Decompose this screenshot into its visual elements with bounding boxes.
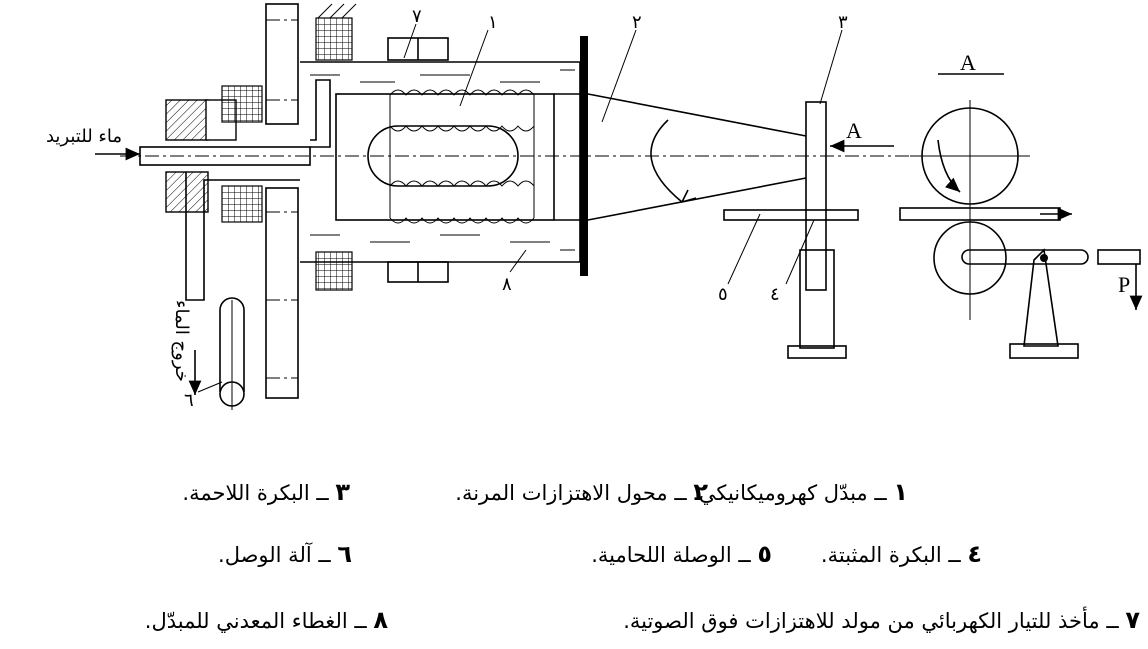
legend-item-4: ٤ ــ البكرة المثبتة. [821,540,982,568]
label-3: ٣ [838,12,848,33]
legend-number: ٧ [1125,606,1140,634]
gear-plates [265,3,299,399]
legend-text: ــ الوصلة اللحامية. [591,543,751,567]
label-5: ٥ [718,284,728,305]
legend-text: ــ محول الاهتزازات المرنة. [455,481,687,505]
label-7: ٧ [412,6,422,27]
welding-roller-3 [723,101,894,359]
legend-number: ٥ [757,540,772,568]
legend-item-1: ١ ــ مبدّل كهروميكانيكي. [692,478,908,506]
label-6: ٦ [184,390,194,411]
arrow-a-label: A [846,118,862,143]
label-2: ٢ [632,12,642,33]
vibration-horn-2 [554,93,807,221]
legend-text: ــ آلة الوصل. [218,543,331,567]
legend-number: ١ [893,478,908,506]
legend-item-8: ٨ ــ الغطاء المعدني للمبدّل. [145,606,388,634]
end-seal [165,99,237,213]
label-1: ١ [488,12,498,33]
leader-lines [197,23,843,393]
legend-item-5: ٥ ــ الوصلة اللحامية. [591,540,772,568]
view-a-label: A [960,50,976,75]
view-a-rollers [899,73,1143,359]
legend-text: ــ البكرة المثبتة. [820,543,961,567]
label-8: ٨ [502,274,512,295]
legend-item-2: ٢ ــ محول الاهتزازات المرنة. [455,478,708,506]
legend-item-6: ٦ ــ آلة الوصل. [218,540,352,568]
ultrasonic-welding-diagram: ماء للتبريد خروج الماء ١ ٢ ٣ ٤ ٥ ٦ ٧ ٨ A… [46,3,1143,411]
coupling-machine-6 [219,297,245,410]
bearing-blocks [221,3,357,291]
legend-item-3: ٣ ــ البكرة اللاحمة. [182,478,350,506]
water-out-label: خروج الماء [171,300,192,382]
transducer-housing-8 [300,36,588,283]
legend-item-7: ٧ ــ مأخذ للتيار الكهربائي من مولد للاهت… [623,606,1140,634]
water-outlet-pipe [185,172,300,395]
legend-number: ٢ [693,478,708,506]
legend-number: ٨ [373,606,388,634]
legend-number: ٣ [335,478,350,506]
legend-number: ٤ [967,540,982,568]
legend-text: ــ مأخذ للتيار الكهربائي من مولد للاهتزا… [623,609,1119,633]
water-in-label: ماء للتبريد [46,126,122,147]
legend-number: ٦ [337,540,352,568]
legend-text: ــ مبدّل كهروميكانيكي. [692,481,887,505]
force-p-label: P [1118,272,1130,297]
legend-text: ــ البكرة اللاحمة. [182,481,329,505]
label-4: ٤ [770,284,780,305]
legend-text: ــ الغطاء المعدني للمبدّل. [144,609,367,633]
